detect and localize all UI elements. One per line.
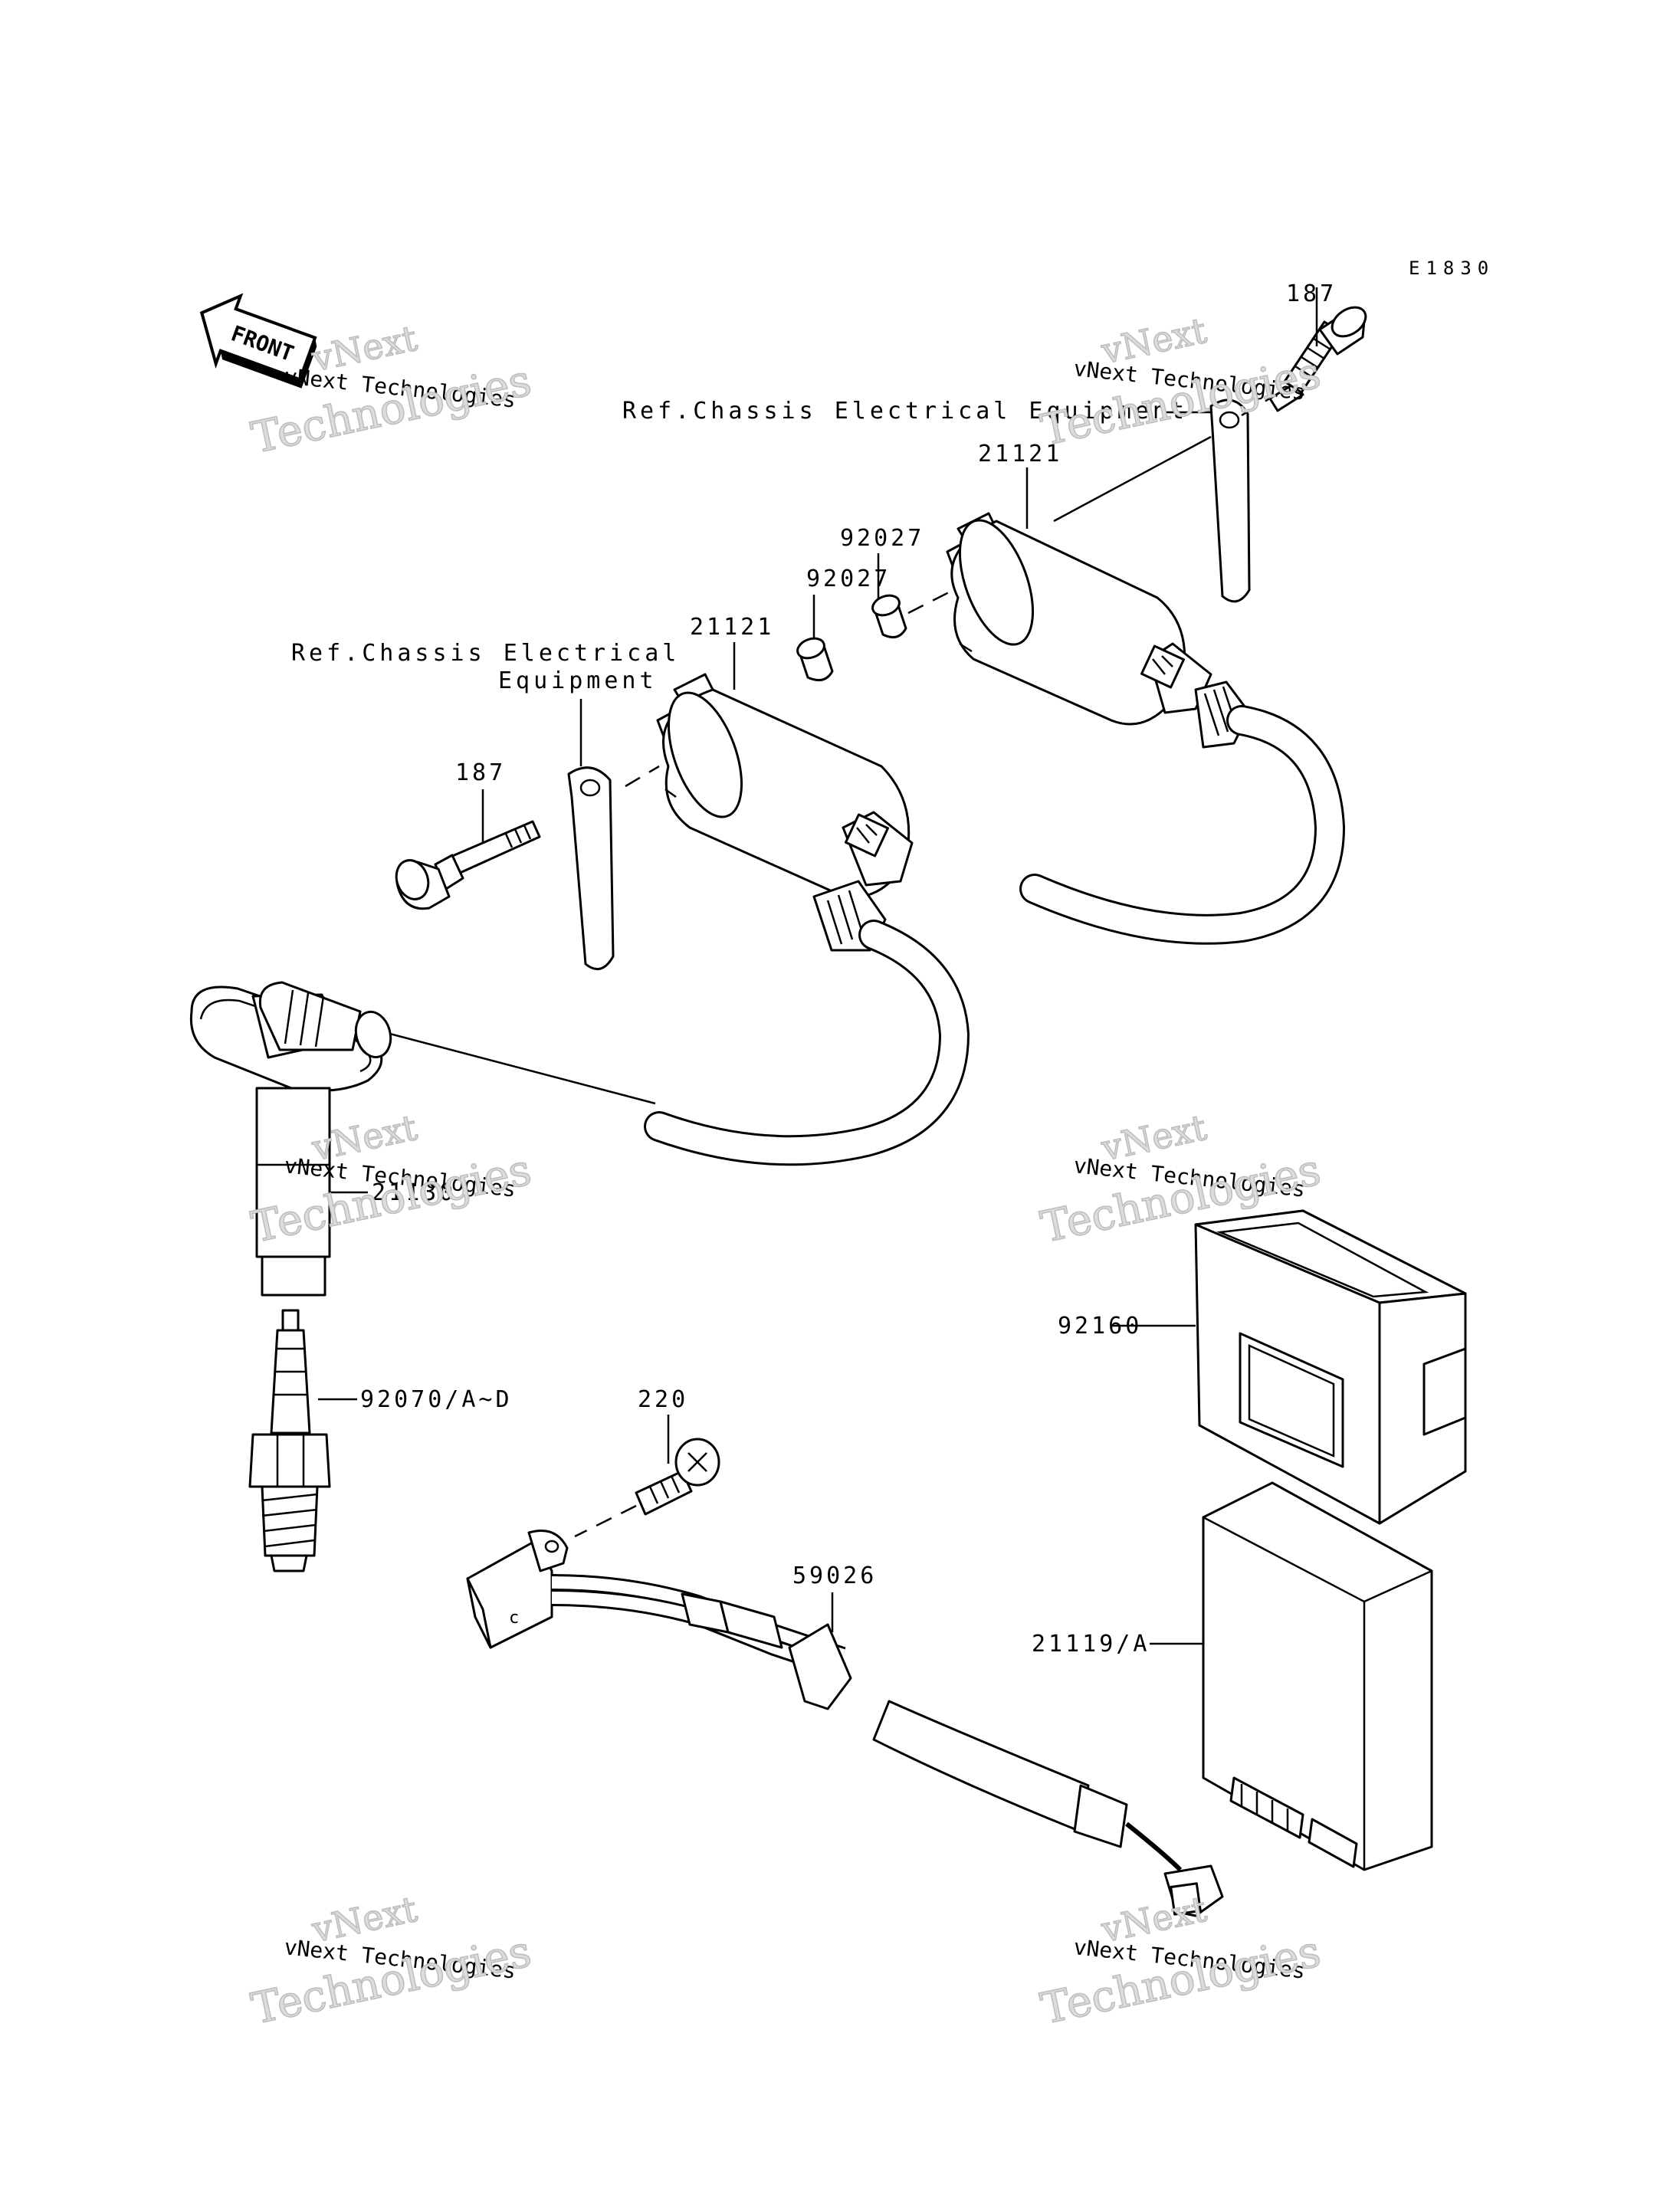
collar-left [796, 637, 834, 682]
label-screw: 220 [638, 1386, 688, 1413]
label-bolt-right: 187 [1286, 280, 1337, 307]
label-bolt-left: 187 [455, 759, 506, 786]
watermark-5: vNext vNext Technologies Technologies [247, 1887, 536, 2035]
front-arrow-icon: FRONT [199, 293, 317, 389]
label-ecu-holder: 92160 [1058, 1313, 1142, 1340]
bolt-right [1268, 306, 1367, 412]
label-ref-chassis-left-1: Ref.Chassis Electrical [291, 640, 680, 667]
bolt-left [395, 820, 541, 910]
label-collar-right: 92027 [840, 525, 924, 552]
spark-plug-cap [189, 981, 392, 1297]
label-plug-cap: 21130 [372, 1179, 456, 1206]
mounting-stay-right [1209, 398, 1251, 603]
collar-right [871, 594, 907, 639]
label-igniter: 21119/A [1032, 1631, 1150, 1658]
igniter-unit [1202, 1481, 1433, 1871]
ignition-coil-left [656, 673, 914, 952]
watermark-2: vNext vNext Technologies Technologies [1036, 309, 1326, 457]
label-pickup-harness: 59026 [792, 1562, 877, 1589]
screw [635, 1438, 720, 1516]
label-ref-chassis-right: Ref.Chassis Electrical Equipment [622, 398, 1188, 425]
label-ref-chassis-left-2: Equipment [498, 667, 658, 694]
ignition-coil-right [946, 512, 1251, 749]
label-coil-right: 21121 [978, 441, 1062, 467]
label-collar-left: 92027 [806, 566, 891, 592]
spark-plug [248, 1309, 331, 1572]
diagram-code: E1830 [1409, 257, 1495, 279]
label-spark-plug: 92070/A~D [360, 1386, 513, 1413]
label-coil-left: 21121 [690, 614, 774, 641]
mounting-stay-left [567, 766, 615, 971]
svg-text:c: c [509, 1608, 519, 1628]
pickup-coil-harness: c [466, 1530, 1224, 1917]
igniter-holder [1194, 1209, 1467, 1525]
watermark-6: vNext vNext Technologies Technologies [1036, 1887, 1326, 2035]
